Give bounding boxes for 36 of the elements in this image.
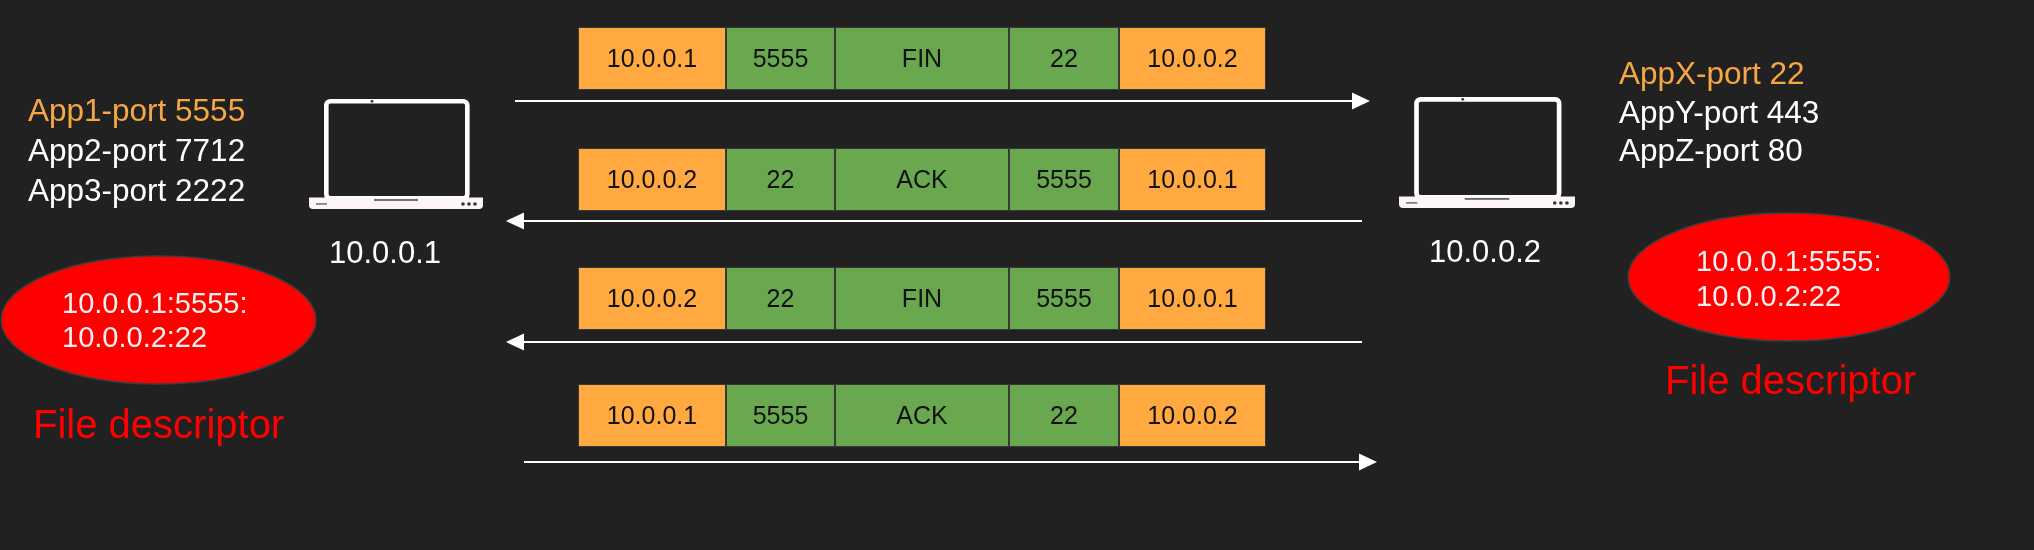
tcp-flag-cell: ACK xyxy=(835,384,1009,447)
app-port-label: AppY-port 443 xyxy=(1619,93,1820,132)
ip-address-cell: 10.0.0.1 xyxy=(578,27,726,90)
tcp-flag-cell: FIN xyxy=(835,27,1009,90)
ip-address-cell: 10.0.0.2 xyxy=(578,148,726,211)
ip-address-cell: 10.0.0.2 xyxy=(1119,384,1266,447)
tcp-flag-cell: ACK xyxy=(835,148,1009,211)
tcp-flag-cell: FIN xyxy=(835,267,1009,330)
ip-address-cell: 10.0.0.1 xyxy=(1119,267,1266,330)
port-number-cell: 22 xyxy=(726,148,835,211)
ip-address-cell: 10.0.0.2 xyxy=(1119,27,1266,90)
ip-address-cell: 10.0.0.1 xyxy=(1119,148,1266,211)
port-number-cell: 22 xyxy=(1009,27,1119,90)
app-port-label: App1-port 5555 xyxy=(28,91,246,130)
port-number-cell: 22 xyxy=(726,267,835,330)
app-port-label: App2-port 7712 xyxy=(28,131,246,170)
port-number-cell: 5555 xyxy=(1009,148,1119,211)
port-number-cell: 5555 xyxy=(1009,267,1119,330)
port-number-cell: 5555 xyxy=(726,27,835,90)
ip-address-cell: 10.0.0.2 xyxy=(578,267,726,330)
file-descriptor-caption: File descriptor xyxy=(33,401,285,447)
app-port-label: AppX-port 22 xyxy=(1619,54,1805,93)
app-port-label: AppZ-port 80 xyxy=(1619,131,1803,170)
socket-pair-text: 10.0.0.1:5555: 10.0.0.2:22 xyxy=(62,286,249,354)
laptop-icon xyxy=(1399,97,1575,208)
file-descriptor-ellipse xyxy=(0,255,317,385)
ip-address-caption: 10.0.0.2 xyxy=(1429,234,1541,270)
ip-address-caption: 10.0.0.1 xyxy=(329,235,441,271)
laptop-icon xyxy=(309,99,483,209)
port-number-cell: 5555 xyxy=(726,384,835,447)
port-number-cell: 22 xyxy=(1009,384,1119,447)
file-descriptor-ellipse xyxy=(1627,212,1951,342)
ip-address-cell: 10.0.0.1 xyxy=(578,384,726,447)
socket-pair-text: 10.0.0.1:5555: 10.0.0.2:22 xyxy=(1696,244,1883,314)
file-descriptor-caption: File descriptor xyxy=(1665,357,1917,403)
app-port-label: App3-port 2222 xyxy=(28,171,246,210)
